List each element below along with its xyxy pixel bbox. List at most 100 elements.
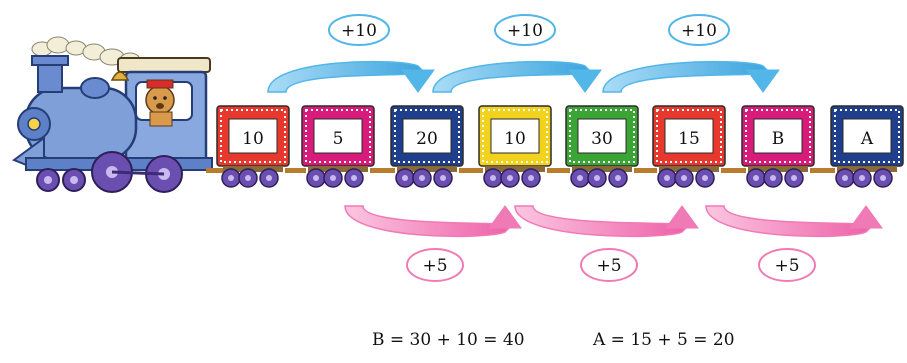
wagon-label: 10 <box>504 129 526 149</box>
wagon-label-box <box>664 118 714 154</box>
arrow-swoosh <box>267 60 428 93</box>
coupling <box>547 168 570 173</box>
arrow-swoosh <box>432 60 595 93</box>
wheel-hub <box>594 175 600 181</box>
wheel-hub <box>577 175 583 181</box>
label-bubble <box>406 248 464 282</box>
wagon-label-box <box>490 118 540 154</box>
wheel-hub <box>615 175 621 181</box>
wagon-trim <box>656 109 722 163</box>
wagon-label-box <box>753 118 803 154</box>
plus-ten-arrow <box>267 60 435 93</box>
wagon-chassis <box>748 166 808 172</box>
plus-five-arrow <box>344 205 522 238</box>
plus-ten-arrows: +10 +10 +10 <box>267 14 780 93</box>
arrow-head <box>568 69 602 93</box>
wagon-chassis <box>659 166 719 172</box>
wagon-label-box <box>577 118 627 154</box>
arrow-swoosh <box>602 60 773 93</box>
plus-five-label: +5 <box>580 248 638 282</box>
wheel-hub <box>859 175 865 181</box>
coupling <box>206 168 226 173</box>
wagon-trim <box>482 109 548 163</box>
wagon-label: 20 <box>416 129 438 149</box>
wagon: A <box>830 105 904 188</box>
equation-a: A = 15 + 5 = 20 <box>593 330 735 350</box>
wheel-hub <box>770 175 776 181</box>
wheel-hub <box>351 175 357 181</box>
plus-five-text: +5 <box>422 256 447 276</box>
wagon-trim <box>305 109 371 163</box>
plus-five-text: +5 <box>596 256 621 276</box>
wagon-label: 5 <box>333 129 344 149</box>
wheel-hub <box>664 175 670 181</box>
bell-icon <box>110 71 130 81</box>
plus-ten-label: +10 <box>668 14 730 46</box>
wagon-chassis <box>485 166 545 172</box>
wagon-trim <box>745 109 811 163</box>
chimney <box>37 61 63 93</box>
label-bubble <box>758 248 816 282</box>
wheel-hub <box>753 175 759 181</box>
wagon-trim <box>569 109 635 163</box>
coupling <box>285 168 306 173</box>
arrow-swoosh <box>705 205 876 238</box>
coupling <box>459 168 483 173</box>
coupling <box>721 168 746 173</box>
wagon-label-box <box>402 118 452 154</box>
wheel-hub <box>266 175 272 181</box>
wheel-hub <box>490 175 496 181</box>
wagon-label-box <box>313 118 363 154</box>
wagon: 10 <box>216 105 290 188</box>
arrow-head <box>849 205 883 229</box>
locomotive <box>11 36 213 193</box>
plus-five-arrow <box>705 205 883 238</box>
plus-five-text: +5 <box>774 256 799 276</box>
coupling <box>370 168 395 173</box>
label-bubble <box>328 14 390 46</box>
arrow-head <box>665 205 699 229</box>
wagon-trim <box>394 109 460 163</box>
plus-five-label: +5 <box>758 248 816 282</box>
plus-ten-label: +10 <box>328 14 390 46</box>
cab-roof <box>117 57 211 73</box>
wagon-label: 15 <box>678 129 700 149</box>
wheel-hub <box>880 175 886 181</box>
plus-ten-text: +10 <box>681 21 717 41</box>
wagon-chassis <box>223 166 283 172</box>
wagon-chassis <box>837 166 897 172</box>
wagon-label: B <box>772 129 785 149</box>
wagon: 15 <box>652 105 726 188</box>
wheel-hub <box>419 175 425 181</box>
plus-five-arrow <box>514 205 699 238</box>
wagon-label: A <box>860 129 874 149</box>
wheel-hub <box>440 175 446 181</box>
wagon: 10 <box>478 105 552 188</box>
bear-engineer-icon <box>145 79 175 127</box>
label-bubble <box>668 14 730 46</box>
wagon-label: 10 <box>242 129 264 149</box>
wagon-label-box <box>842 118 892 154</box>
wagon-trim <box>834 109 900 163</box>
equations: B = 30 + 10 = 40 A = 15 + 5 = 20 <box>0 330 907 356</box>
wagon-chassis <box>572 166 632 172</box>
wagon: 20 <box>390 105 464 188</box>
wagon-chassis <box>308 166 368 172</box>
plus-ten-text: +10 <box>341 21 377 41</box>
plus-five-label: +5 <box>406 248 464 282</box>
wheel-hub <box>330 175 336 181</box>
wagon-label-box <box>228 118 278 154</box>
equation-b: B = 30 + 10 = 40 <box>372 330 525 350</box>
arrow-head <box>488 205 522 229</box>
wagon-trim <box>220 109 286 163</box>
arrow-head <box>401 69 435 93</box>
wagon-label: 30 <box>591 129 613 149</box>
plus-ten-arrow <box>602 60 780 93</box>
wheel-hub <box>791 175 797 181</box>
wagon: 5 <box>301 105 375 188</box>
coupling <box>634 168 657 173</box>
wheel-hub <box>245 175 251 181</box>
coupling <box>810 168 835 173</box>
plus-ten-label: +10 <box>494 14 556 46</box>
